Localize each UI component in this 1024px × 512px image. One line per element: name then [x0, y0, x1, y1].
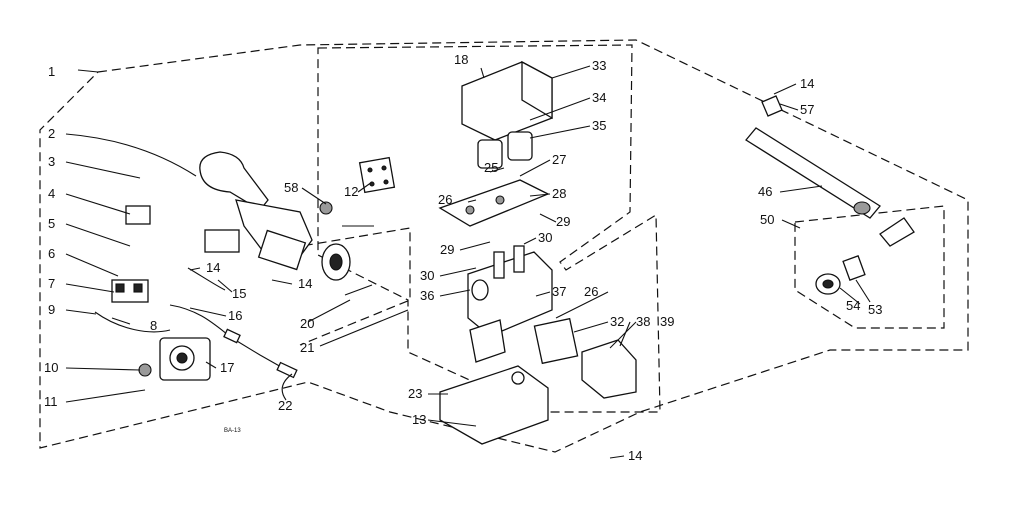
callout-33: 33	[592, 58, 606, 73]
callout-50: 50	[760, 212, 774, 227]
callout-37: 37	[552, 284, 566, 299]
callout-15: 15	[232, 286, 246, 301]
callout-23: 23	[408, 386, 422, 401]
callout-14-middle: 14	[298, 276, 312, 291]
valve-body	[467, 245, 553, 363]
callout-12: 12	[344, 184, 358, 199]
switch-block	[111, 279, 149, 303]
callout-27: 27	[552, 152, 566, 167]
callout-26-top: 26	[438, 192, 452, 207]
callout-16: 16	[228, 308, 242, 323]
callout-17: 17	[220, 360, 234, 375]
callout-9: 9	[48, 302, 55, 317]
callout-26-lower: 26	[584, 284, 598, 299]
callout-32: 32	[610, 314, 624, 329]
callout-18: 18	[454, 52, 468, 67]
diagram-code: BA-13	[224, 428, 241, 434]
ignitor-assembly	[199, 151, 351, 281]
callout-4: 4	[48, 186, 55, 201]
callout-10: 10	[44, 360, 58, 375]
callout-2: 2	[48, 126, 55, 141]
wiring-harness	[94, 267, 373, 379]
callout-3: 3	[48, 154, 55, 169]
pilot-subassembly-boundary	[794, 205, 945, 329]
callout-36: 36	[420, 288, 434, 303]
main-assembly-boundary	[39, 39, 969, 453]
wire-route-boundary	[289, 227, 411, 346]
solenoid-cover	[461, 60, 553, 141]
callout-58: 58	[284, 180, 298, 195]
valve-subassembly-boundary	[317, 44, 661, 413]
motor-housing	[159, 337, 211, 381]
callout-29-left: 29	[440, 242, 454, 257]
callout-34: 34	[592, 90, 606, 105]
callout-35: 35	[592, 118, 606, 133]
callout-28: 28	[552, 186, 566, 201]
pilot-bracket	[761, 95, 783, 117]
callout-5: 5	[48, 216, 55, 231]
pilot-tube	[745, 127, 881, 219]
callout-7: 7	[48, 276, 55, 291]
callout-30-left: 30	[420, 268, 434, 283]
valve-gasket	[438, 179, 550, 227]
mounting-bracket	[125, 205, 240, 253]
callout-14-bottom: 14	[628, 448, 642, 463]
callout-20: 20	[300, 316, 314, 331]
leader-lines	[65, 65, 871, 459]
washer	[138, 363, 152, 377]
callout-14-left: 14	[206, 260, 220, 275]
valve-covers	[533, 317, 637, 399]
callout-54: 54	[846, 298, 860, 313]
callout-8: 8	[150, 318, 157, 333]
callout-13: 13	[412, 412, 426, 427]
callout-14-top-right: 14	[800, 76, 814, 91]
callout-11: 11	[44, 394, 58, 409]
callout-53: 53	[868, 302, 882, 317]
pilot-fittings	[815, 217, 915, 295]
knob-cap	[319, 201, 333, 215]
knob-plate	[358, 156, 396, 194]
solenoid-coils	[477, 131, 533, 169]
callout-21: 21	[300, 340, 314, 355]
callout-6: 6	[48, 246, 55, 261]
callout-30-right: 30	[538, 230, 552, 245]
callout-38: 38	[636, 314, 650, 329]
callout-57: 57	[800, 102, 814, 117]
callout-29-right: 29	[556, 214, 570, 229]
callout-46: 46	[758, 184, 772, 199]
callout-39: 39	[660, 314, 674, 329]
callout-22: 22	[278, 398, 292, 413]
mounting-plate	[439, 365, 549, 445]
callout-25: 25	[484, 160, 498, 175]
callout-1: 1	[48, 64, 55, 79]
